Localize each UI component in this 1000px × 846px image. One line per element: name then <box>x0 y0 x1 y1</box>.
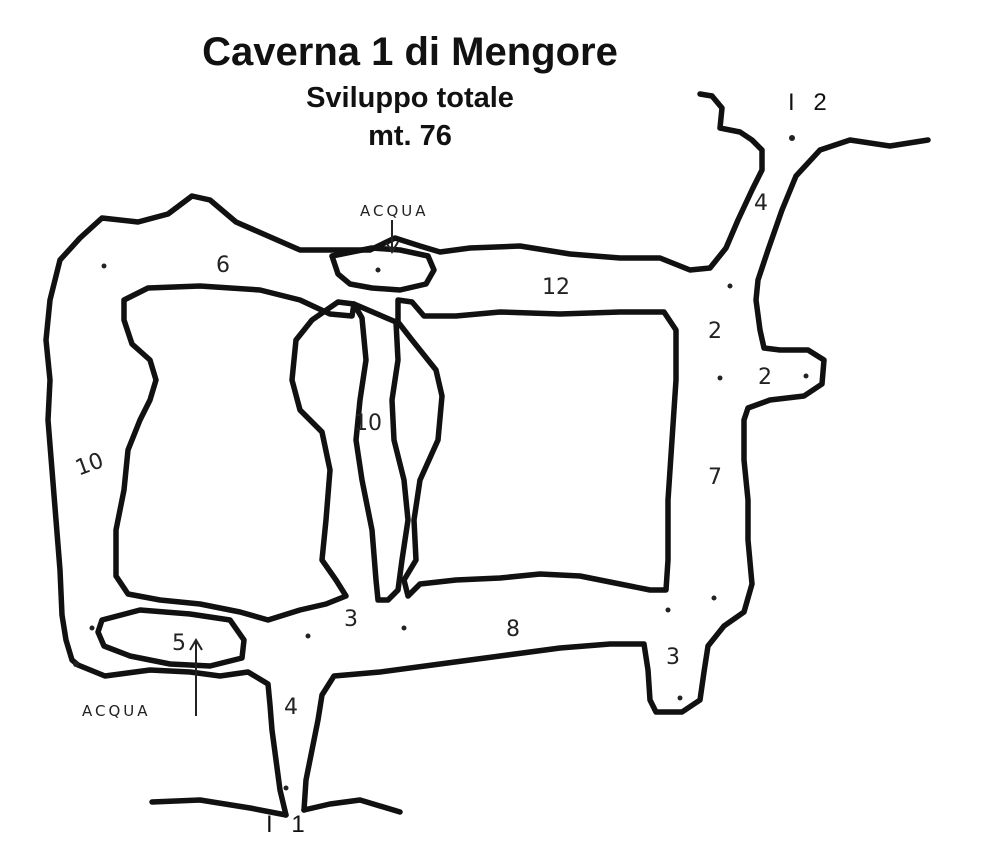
depth-label-north-east: 12 <box>542 275 570 300</box>
title-block: Caverna 1 di Mengore Sviluppo totale mt.… <box>150 28 670 154</box>
map-title: Caverna 1 di Mengore <box>202 30 618 74</box>
lower-entrance-wall <box>301 797 403 815</box>
depth-label-lower-shaft: 4 <box>284 695 298 720</box>
station-point <box>89 625 95 631</box>
station-point <box>375 267 381 273</box>
station-point <box>789 135 795 141</box>
depth-label-west-passage: 10 <box>72 448 107 481</box>
lower-entrance-wall-west <box>149 797 289 818</box>
lower-water-arrow-head <box>189 638 203 651</box>
upper-entrance-wall <box>697 91 715 99</box>
depth-label-south-east: 8 <box>506 617 520 642</box>
depth-label-southeast-alcove: 3 <box>666 645 680 670</box>
water-label-bottom: ACQUA <box>82 702 151 720</box>
station-point <box>727 283 733 289</box>
depth-label-south-pool: 5 <box>172 631 186 656</box>
depth-label-upper-shaft: 4 <box>754 191 768 216</box>
station-point <box>283 785 289 791</box>
entrance-label-upper: I 2 <box>788 89 833 116</box>
station-point <box>401 625 407 631</box>
depth-label-south-mid: 3 <box>344 607 358 632</box>
upper-water-pool <box>329 245 437 293</box>
central-pillar <box>395 297 679 599</box>
station-point <box>711 595 717 601</box>
depth-label-central-passage: 10 <box>354 411 382 436</box>
entrance-label-lower: I 1 <box>266 811 311 838</box>
station-point <box>717 375 723 381</box>
station-point <box>101 263 107 269</box>
upper-water-arrow-head <box>385 241 399 254</box>
depth-label-north-west: 6 <box>216 253 230 278</box>
depth-label-east-passage: 7 <box>708 465 722 490</box>
central-column <box>351 301 411 603</box>
depth-label-junction-upper: 2 <box>708 319 722 344</box>
lower-water-pool <box>95 607 247 669</box>
total-length: mt. 76 <box>368 120 452 152</box>
station-point <box>665 607 671 613</box>
outer-cave-wall <box>43 93 765 818</box>
station-point <box>73 661 79 667</box>
station-point <box>677 695 683 701</box>
station-point <box>305 633 311 639</box>
water-label-top: ACQUA <box>360 202 429 220</box>
depth-label-east-niche: 2 <box>758 365 772 390</box>
map-subtitle: Sviluppo totale <box>306 82 514 114</box>
outer-cave-wall-east <box>301 137 931 813</box>
station-point <box>803 373 809 379</box>
west-inner-pillar <box>113 283 357 623</box>
